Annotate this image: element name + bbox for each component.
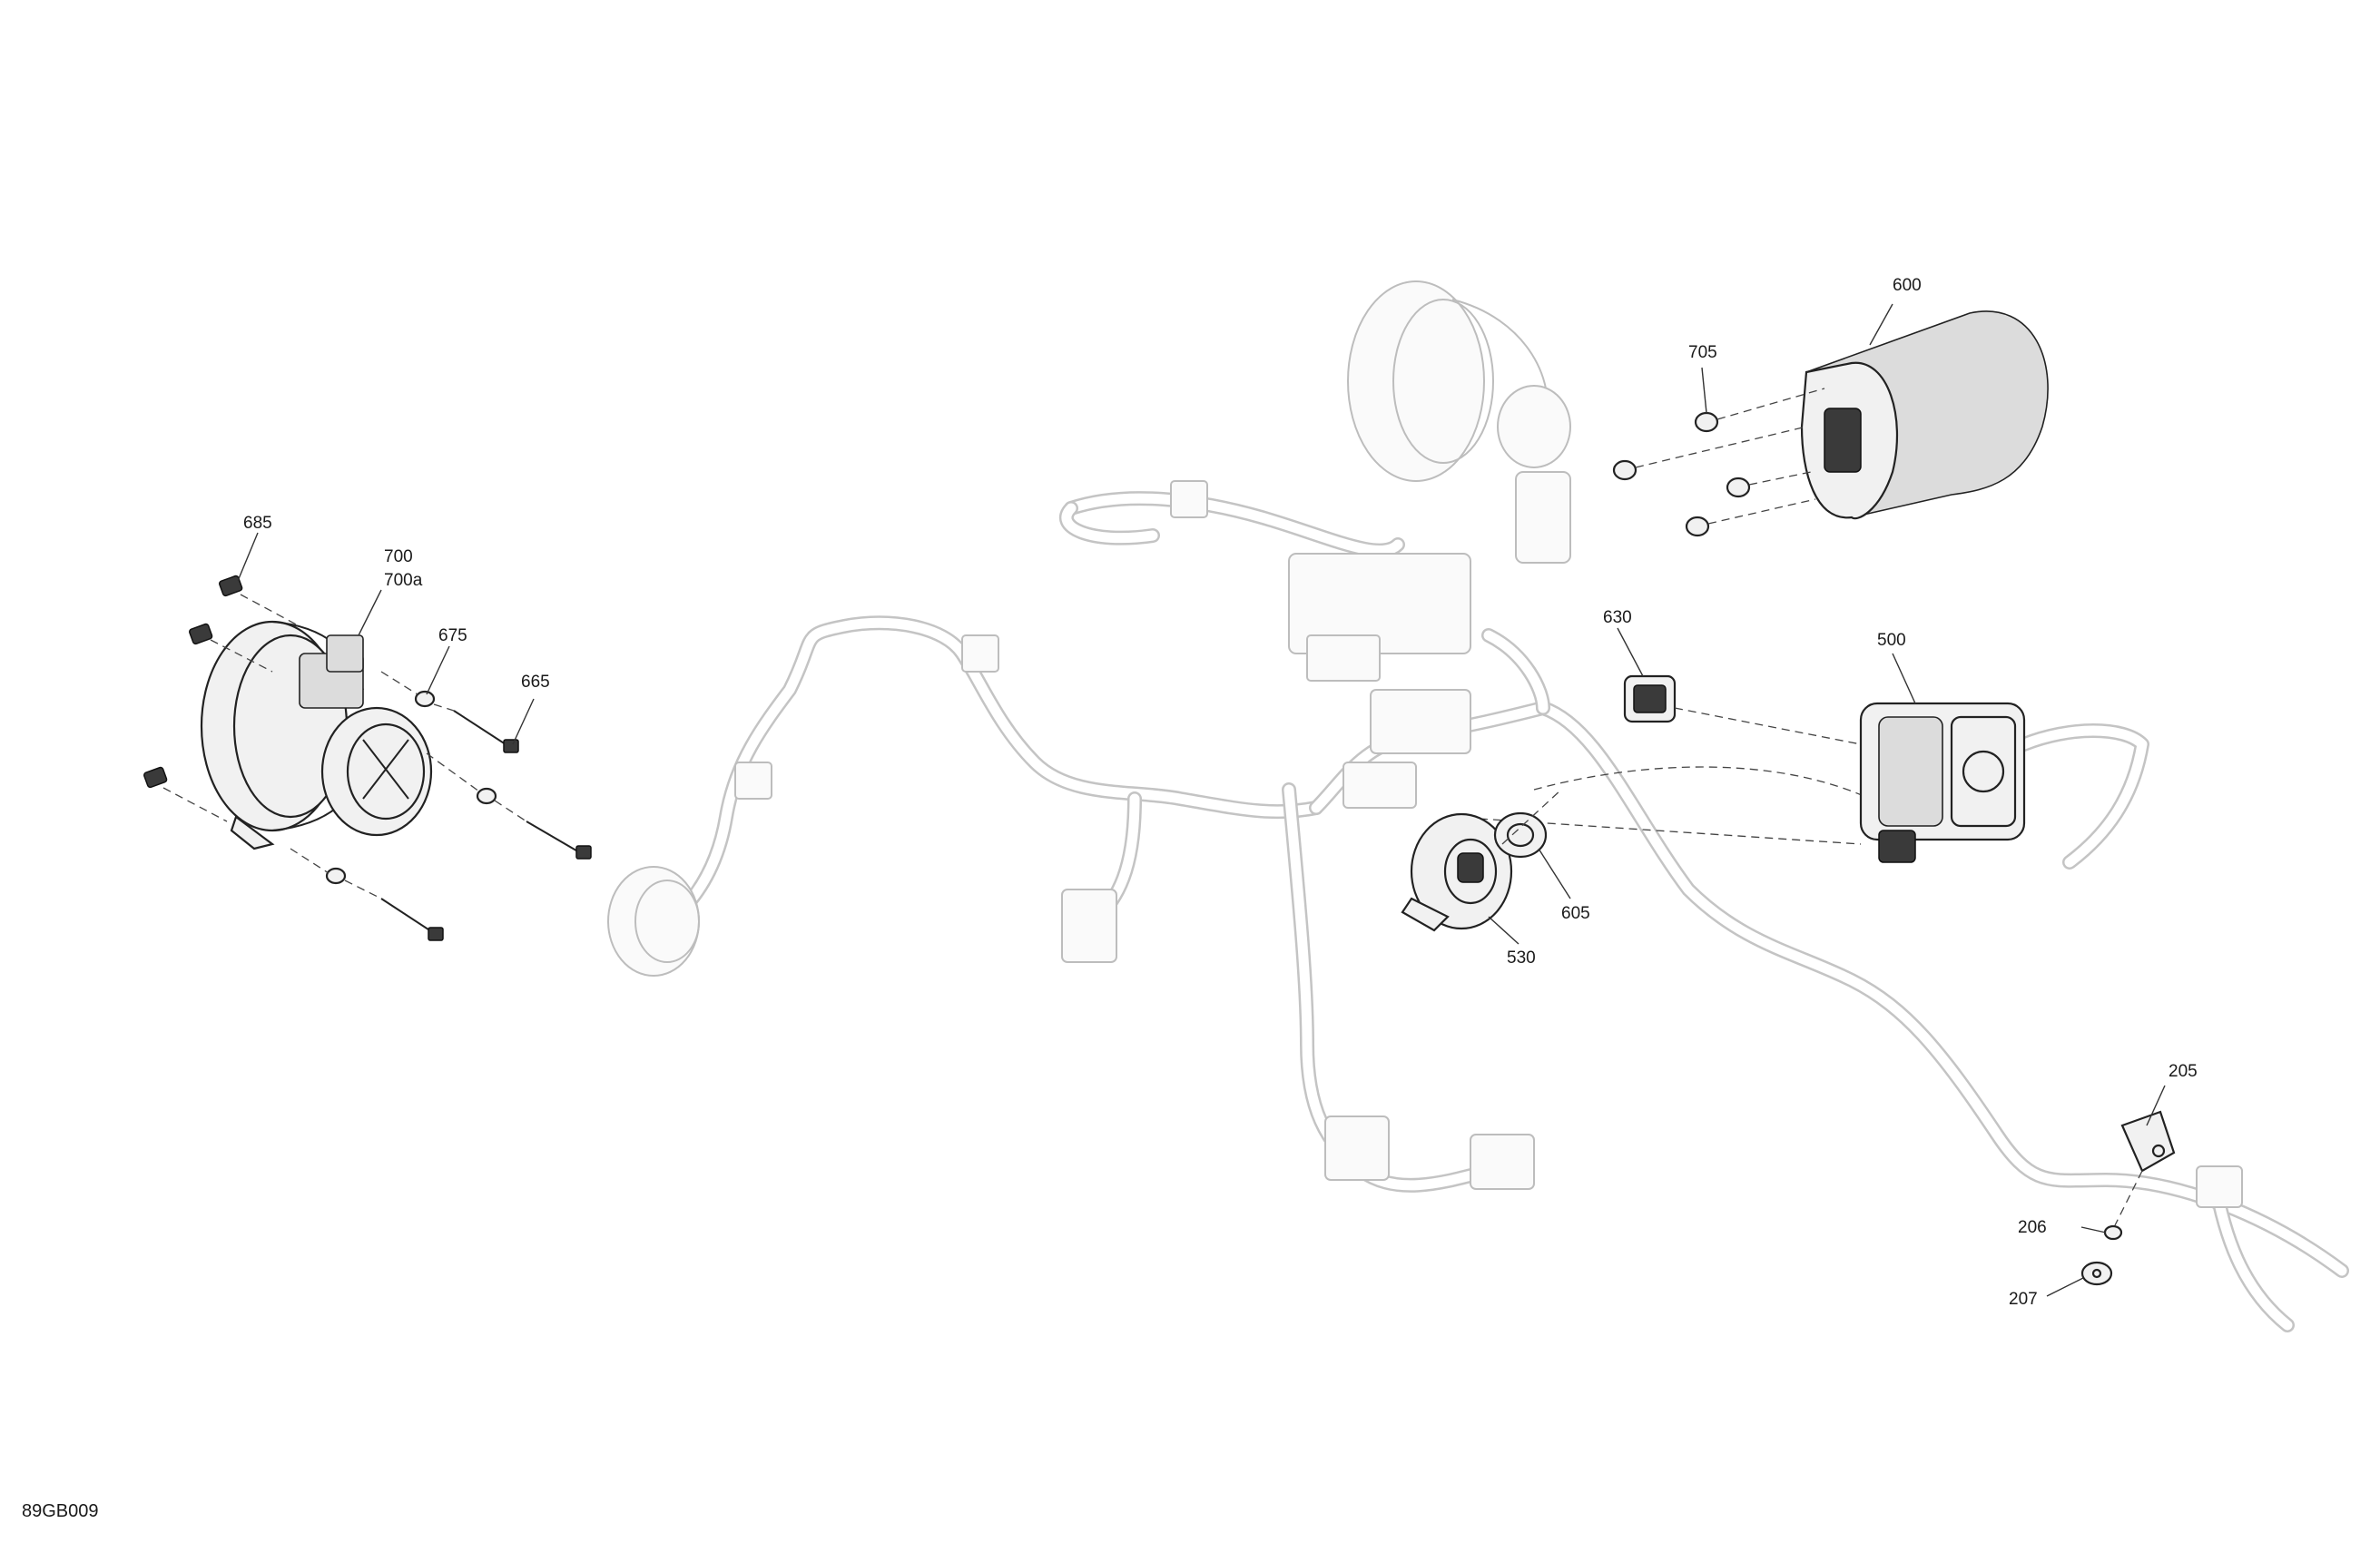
bolts <box>380 710 592 941</box>
callout-700a: 700a <box>384 571 423 590</box>
wiring-harness <box>607 280 2349 1332</box>
callout-530: 530 <box>1507 948 1536 968</box>
screws <box>1612 388 1825 537</box>
callout-675: 675 <box>438 626 467 645</box>
set-screws <box>143 575 243 789</box>
figure-id: 89GB009 <box>22 1501 99 1521</box>
callout-207: 207 <box>2009 1290 2038 1309</box>
callout-685: 685 <box>243 514 272 533</box>
callout-500: 500 <box>1877 631 1906 650</box>
headlight-assembly <box>200 620 433 850</box>
nut <box>2103 1224 2123 1241</box>
callout-600: 600 <box>1893 276 1922 295</box>
switch-module <box>1451 702 2026 863</box>
connector <box>1533 674 1871 800</box>
callout-205: 205 <box>2169 1062 2198 1081</box>
mounting-bracket <box>2120 1110 2176 1173</box>
callout-705: 705 <box>1688 343 1717 362</box>
callout-700: 700 <box>384 547 413 566</box>
callout-665: 665 <box>521 673 550 692</box>
sensor-assembly <box>1401 812 1513 932</box>
grommet <box>1493 789 1562 859</box>
washers <box>325 690 497 885</box>
callout-630: 630 <box>1603 608 1632 627</box>
display-cluster <box>1800 310 2049 520</box>
callout-206: 206 <box>2018 1218 2047 1237</box>
callout-605: 605 <box>1561 904 1590 923</box>
explosion-lines-left <box>162 594 527 899</box>
leader-lines <box>237 303 2166 1297</box>
washer <box>2080 1170 2143 1286</box>
